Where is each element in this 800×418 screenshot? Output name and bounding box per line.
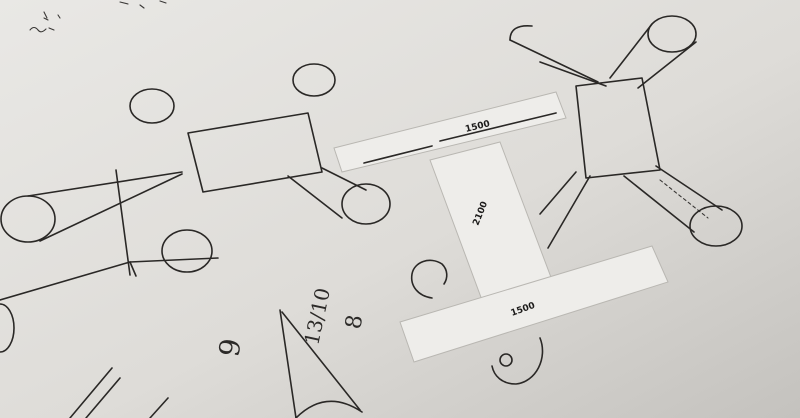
note-eight: 8 bbox=[341, 313, 368, 331]
cross-shape bbox=[509, 15, 743, 249]
bottom-cone bbox=[279, 309, 363, 418]
top-left-scribbles bbox=[29, 0, 167, 33]
middle-left-circle bbox=[0, 229, 219, 353]
circle-1 bbox=[129, 88, 175, 124]
left-cone bbox=[0, 169, 183, 276]
bottom-strip: 1500 bbox=[399, 245, 669, 363]
top-strip: 1500 bbox=[333, 91, 567, 173]
circle-2 bbox=[292, 63, 336, 97]
note-digits: 9 bbox=[212, 336, 248, 359]
curl-2 bbox=[491, 337, 544, 385]
curl-1 bbox=[410, 259, 448, 299]
rectangle-with-tube bbox=[187, 112, 391, 225]
bottom-left-lines bbox=[69, 367, 169, 418]
